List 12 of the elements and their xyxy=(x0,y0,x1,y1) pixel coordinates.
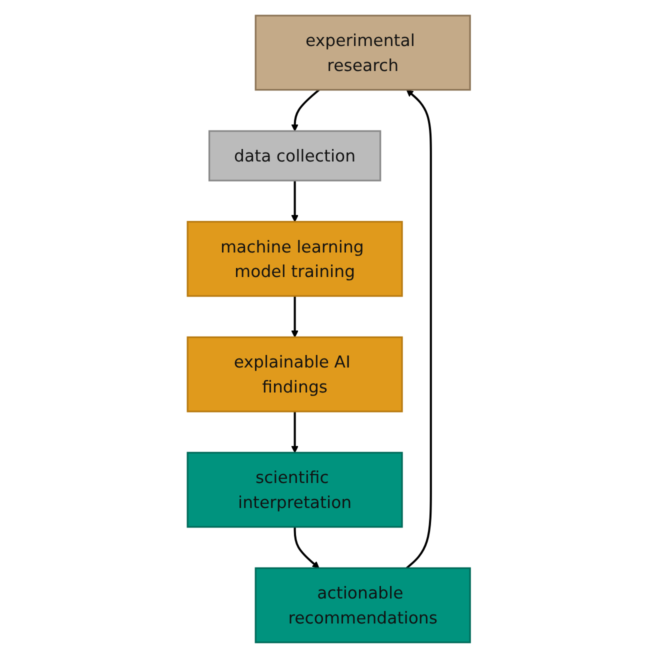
node-box: explainable AI findings xyxy=(186,336,404,412)
node-box: actionable recommendations xyxy=(254,566,472,643)
arrow xyxy=(294,526,320,568)
arrow xyxy=(291,296,299,338)
arrow xyxy=(291,180,299,222)
node-box: machine learning model training xyxy=(186,220,404,296)
arrow xyxy=(291,410,299,453)
arrow xyxy=(406,89,432,568)
node-box: scientific interpretation xyxy=(186,451,404,528)
node-box: data collection xyxy=(208,130,382,181)
node-box: experimental research xyxy=(254,14,472,90)
arrow xyxy=(291,88,320,131)
